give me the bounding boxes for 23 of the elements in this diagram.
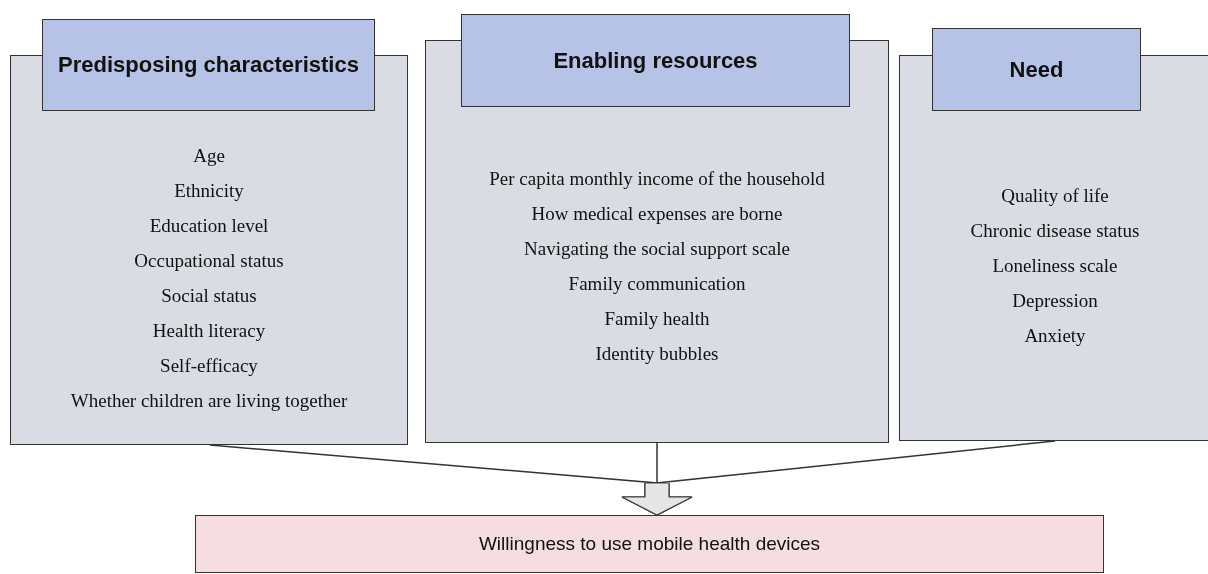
factor-text: Family communication: [567, 272, 747, 296]
factor-text: Quality of life: [1000, 184, 1110, 208]
factor-text: How medical expenses are borne: [530, 202, 784, 226]
factor-text: Family health: [603, 307, 711, 331]
heading-box: Predisposing characteristics: [42, 19, 375, 111]
factor-text: Self-efficacy: [159, 354, 259, 378]
factor-text: Anxiety: [1023, 324, 1087, 348]
factor-text: Loneliness scale: [991, 254, 1119, 278]
factor-text: Whether children are living together: [69, 389, 349, 413]
heading-box: Need: [932, 28, 1141, 111]
factor-text: Age: [192, 144, 226, 168]
factor-text: Education level: [148, 214, 270, 238]
heading-box: Enabling resources: [461, 14, 850, 107]
factor-text: Identity bubbles: [594, 342, 720, 366]
factor-text: Social status: [160, 284, 258, 308]
factor-text: Navigating the social support scale: [523, 237, 791, 261]
factor-text: Ethnicity: [173, 179, 245, 203]
outcome-box: Willingness to use mobile health devices: [195, 515, 1104, 573]
factor-text: Health literacy: [151, 319, 267, 343]
factor-text: Chronic disease status: [969, 219, 1141, 243]
factor-text: Per capita monthly income of the household: [488, 167, 826, 191]
factor-text: Depression: [1011, 289, 1099, 313]
factor-text: Occupational status: [133, 249, 285, 273]
